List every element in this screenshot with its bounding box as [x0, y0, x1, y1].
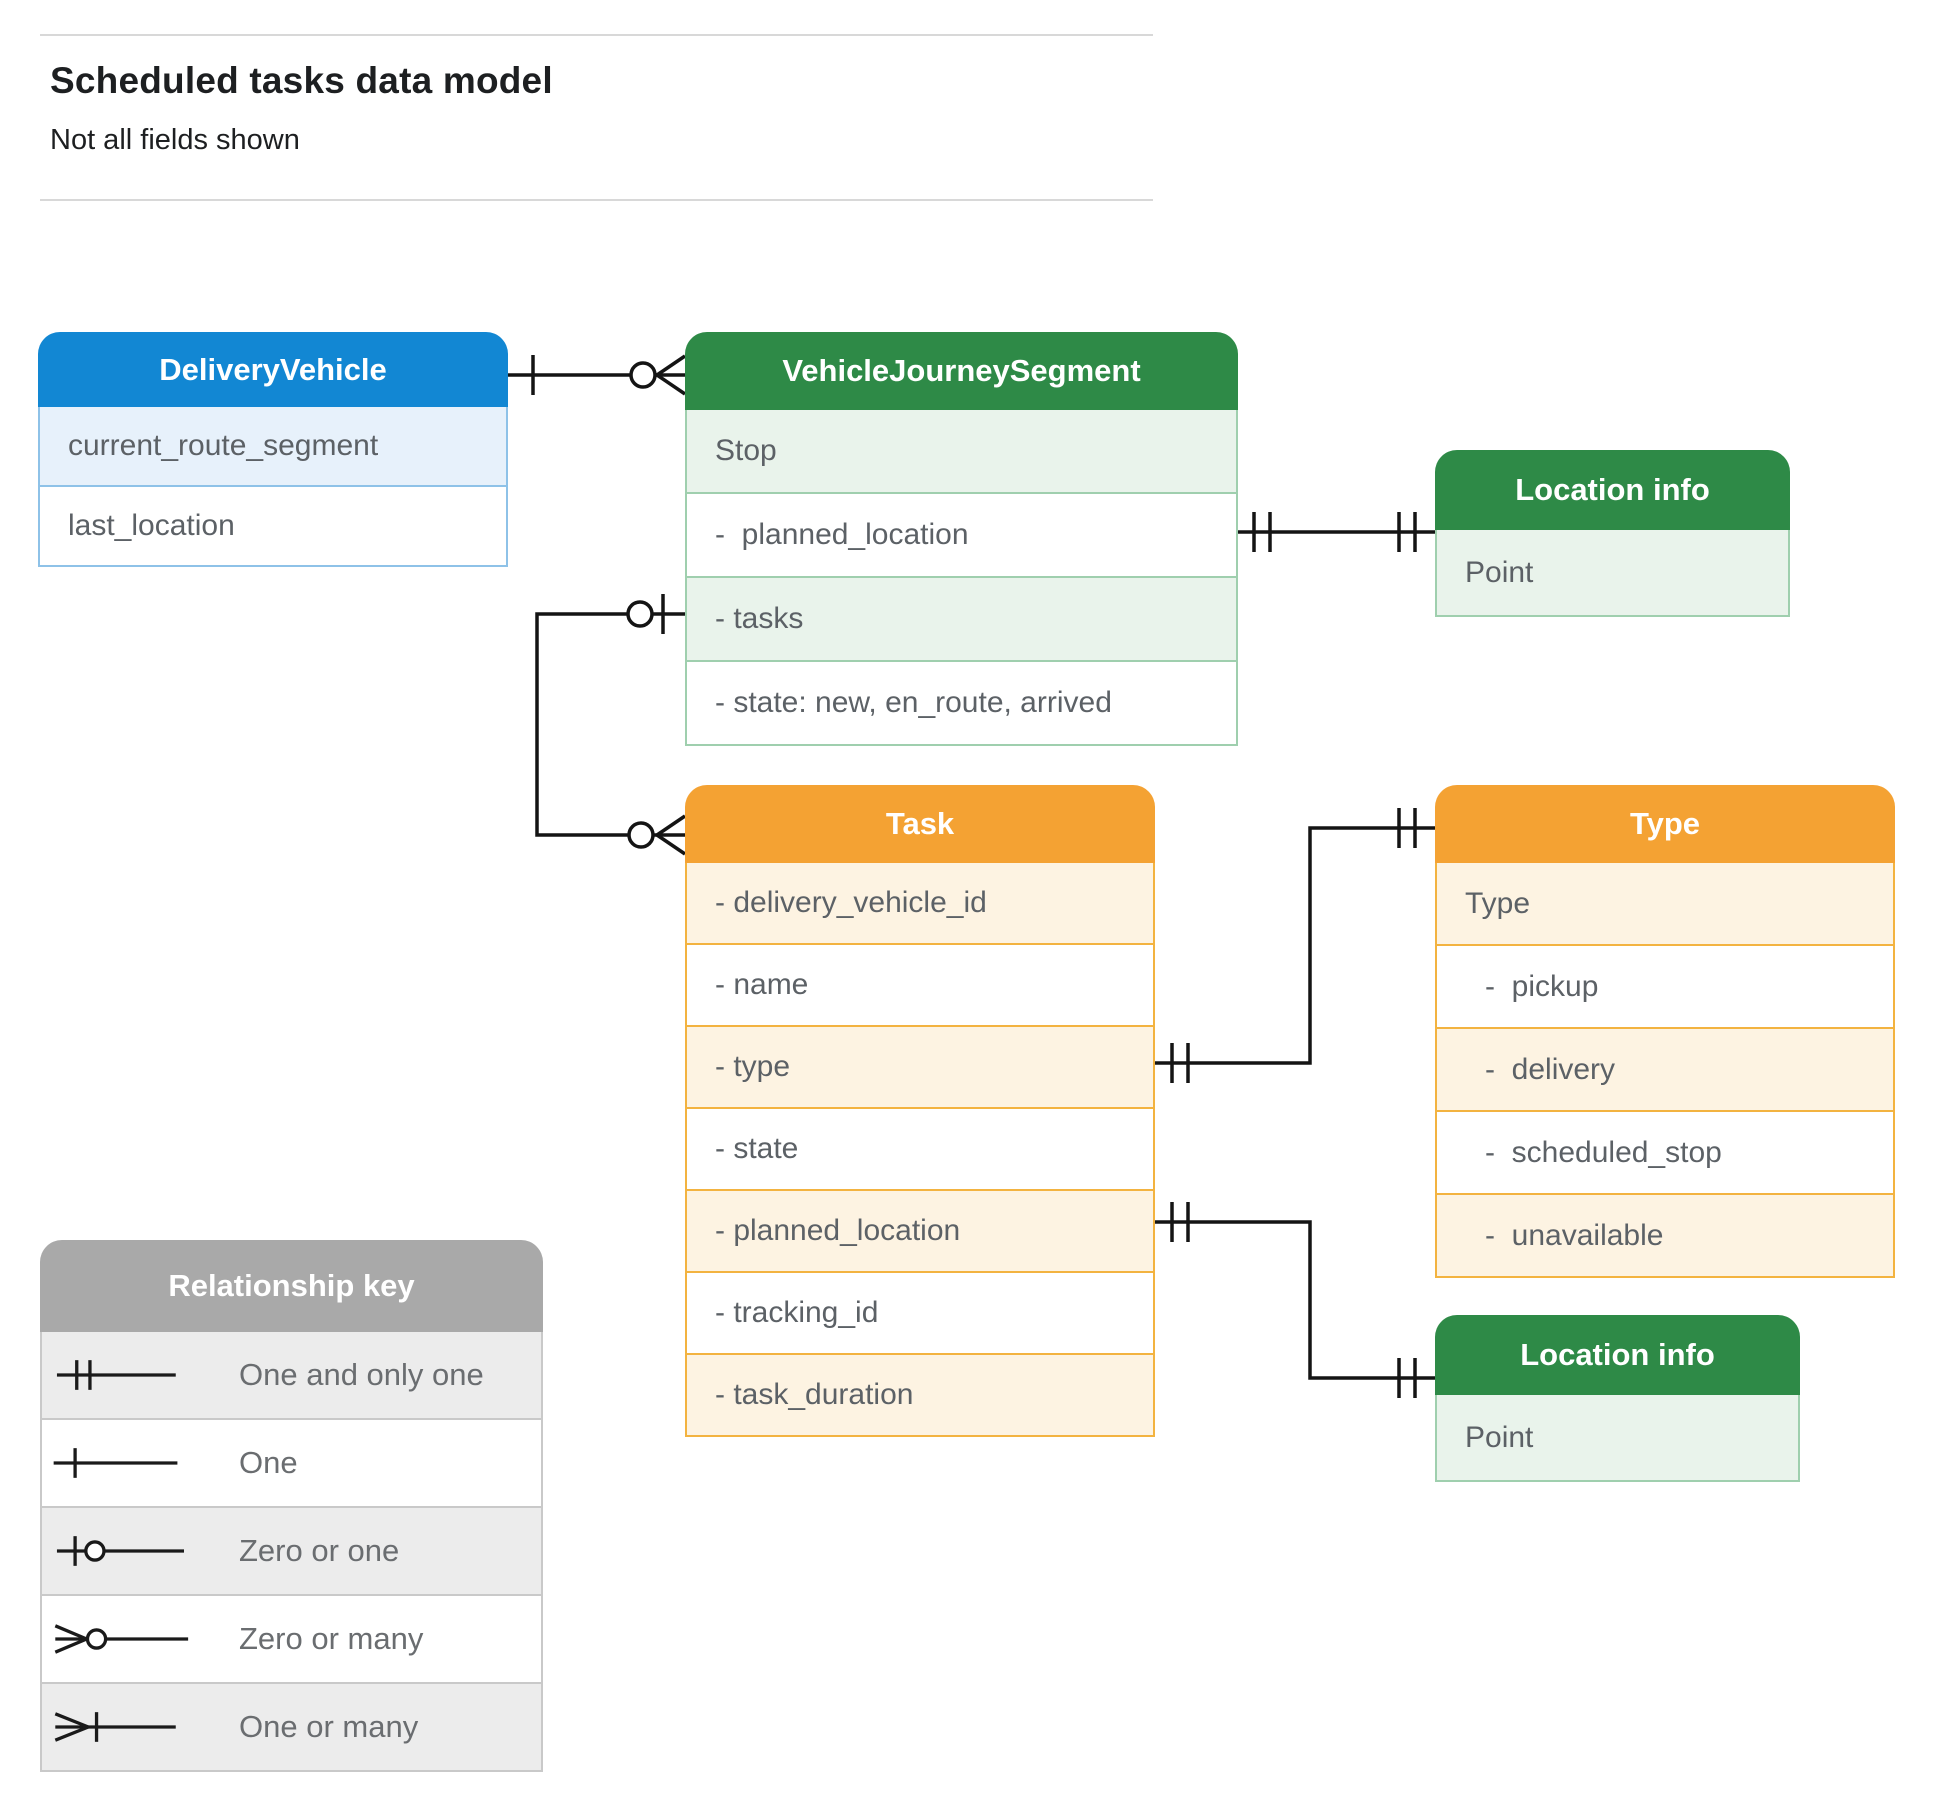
- entity-task-body: - delivery_vehicle_id - name - type - st…: [685, 863, 1155, 1437]
- entity-locationinfo-bottom: Location info Point: [1435, 1315, 1800, 1482]
- one-and-only-one-symbol: [52, 1353, 217, 1397]
- entity-type-body: Type - pickup - delivery - scheduled_sto…: [1435, 863, 1895, 1278]
- entity-deliveryvehicle-title: DeliveryVehicle: [159, 351, 387, 387]
- entity-type-title: Type: [1629, 806, 1701, 841]
- field-row-last-location: last_location: [40, 485, 506, 565]
- entity-deliveryvehicle-body: current_route_segment last_location: [38, 407, 508, 567]
- field-row-point: Point: [1437, 530, 1788, 615]
- field-label: - state: [715, 1132, 799, 1165]
- field-row-scheduled-stop: - scheduled_stop: [1437, 1110, 1893, 1193]
- entity-locationinfo-bottom-header: Location info: [1435, 1315, 1800, 1395]
- field-label: - pickup: [1485, 969, 1599, 1003]
- entity-task: Task - delivery_vehicle_id - name - type…: [685, 785, 1155, 1437]
- legend-title: Relationship key: [168, 1268, 415, 1303]
- field-label: - planned_location: [715, 1214, 961, 1247]
- entity-vehiclejourneysegment: VehicleJourneySegment Stop - planned_loc…: [685, 332, 1238, 746]
- entity-locationinfo-top-header: Location info: [1435, 450, 1790, 530]
- entity-type-header: Type: [1435, 785, 1895, 863]
- legend-row-one: One: [42, 1418, 541, 1506]
- field-row-delivery-vehicle-id: - delivery_vehicle_id: [687, 863, 1153, 943]
- legend: Relationship key One and only one One Ze…: [40, 1240, 543, 1772]
- legend-label: Zero or one: [239, 1533, 400, 1568]
- legend-label: One or many: [239, 1709, 419, 1744]
- entity-deliveryvehicle-header: DeliveryVehicle: [38, 332, 508, 407]
- field-label: - unavailable: [1485, 1218, 1664, 1252]
- entity-type: Type Type - pickup - delivery - schedule…: [1435, 785, 1895, 1278]
- legend-label: Zero or many: [239, 1621, 424, 1656]
- field-row-current-route-segment: current_route_segment: [40, 407, 506, 485]
- field-row-name: - name: [687, 943, 1153, 1025]
- legend-row-zero-or-one: Zero or one: [42, 1506, 541, 1594]
- divider-line-bottom: [40, 199, 1153, 201]
- entity-locationinfo-top: Location info Point: [1435, 450, 1790, 617]
- legend-header: Relationship key: [40, 1240, 543, 1332]
- field-label: - scheduled_stop: [1485, 1135, 1722, 1169]
- field-row-state: - state: [687, 1107, 1153, 1189]
- connector-vjs-tasks-to-task: [535, 594, 686, 856]
- field-label: - type: [715, 1050, 791, 1083]
- field-label: - name: [715, 968, 809, 1001]
- zero-or-many-symbol: [52, 1617, 217, 1661]
- entity-locationinfo-top-title: Location info: [1515, 472, 1710, 507]
- entity-task-title: Task: [885, 806, 955, 841]
- field-row-point: Point: [1437, 1395, 1798, 1480]
- legend-body: One and only one One Zero or one Zero or…: [40, 1332, 543, 1772]
- field-row-pickup: - pickup: [1437, 944, 1893, 1027]
- zero-or-one-symbol: [52, 1529, 217, 1573]
- field-row-state: - state: new, en_route, arrived: [687, 660, 1236, 744]
- legend-row-one-and-only-one: One and only one: [42, 1332, 541, 1418]
- field-label: Type: [1465, 886, 1531, 920]
- entity-vehiclejourneysegment-header: VehicleJourneySegment: [685, 332, 1238, 410]
- field-row-type: - type: [687, 1025, 1153, 1107]
- field-row-planned-location: - planned_location: [687, 492, 1236, 576]
- legend-label: One: [239, 1445, 298, 1480]
- page-subtitle: Not all fields shown: [50, 124, 300, 156]
- field-label: - tasks: [715, 602, 804, 635]
- field-label: - state: new, en_route, arrived: [715, 686, 1112, 719]
- field-label: Point: [1465, 1420, 1534, 1454]
- field-label: - task_duration: [715, 1378, 914, 1411]
- field-row-planned-location: - planned_location: [687, 1189, 1153, 1271]
- field-row-tracking-id: - tracking_id: [687, 1271, 1153, 1353]
- field-row-stop: Stop: [687, 410, 1236, 492]
- field-label: Stop: [715, 434, 777, 467]
- field-label: - tracking_id: [715, 1296, 879, 1329]
- connector-task-type-to-type: [1155, 808, 1435, 1083]
- page-title: Scheduled tasks data model: [50, 60, 553, 101]
- one-or-many-symbol: [52, 1705, 217, 1749]
- connector-vjs-plannedlocation-to-locationinfo: [1238, 512, 1435, 552]
- field-label: - delivery_vehicle_id: [715, 886, 987, 919]
- connector-task-plannedlocation-to-locationinfo: [1155, 1202, 1435, 1398]
- one-symbol: [52, 1441, 217, 1485]
- entity-task-header: Task: [685, 785, 1155, 863]
- entity-vehiclejourneysegment-body: Stop - planned_location - tasks - state:…: [685, 410, 1238, 746]
- field-label: Point: [1465, 555, 1534, 589]
- legend-label: One and only one: [239, 1357, 484, 1392]
- legend-row-zero-or-many: Zero or many: [42, 1594, 541, 1682]
- entity-locationinfo-top-body: Point: [1435, 530, 1790, 617]
- field-label: current_route_segment: [68, 429, 379, 462]
- field-row-tasks: - tasks: [687, 576, 1236, 660]
- connector-deliveryvehicle-to-vehiclejourneysegment: [508, 354, 686, 396]
- legend-row-one-or-many: One or many: [42, 1682, 541, 1770]
- field-label: last_location: [68, 509, 235, 542]
- field-label: - planned_location: [715, 518, 969, 551]
- field-row-delivery: - delivery: [1437, 1027, 1893, 1110]
- field-row-type: Type: [1437, 863, 1893, 944]
- field-row-unavailable: - unavailable: [1437, 1193, 1893, 1276]
- field-label: - delivery: [1485, 1052, 1616, 1086]
- entity-locationinfo-bottom-body: Point: [1435, 1395, 1800, 1482]
- field-row-task-duration: - task_duration: [687, 1353, 1153, 1435]
- entity-locationinfo-bottom-title: Location info: [1520, 1337, 1715, 1372]
- divider-line-top: [40, 34, 1153, 36]
- entity-vehiclejourneysegment-title: VehicleJourneySegment: [782, 353, 1141, 388]
- entity-deliveryvehicle: DeliveryVehicle current_route_segment la…: [38, 332, 508, 567]
